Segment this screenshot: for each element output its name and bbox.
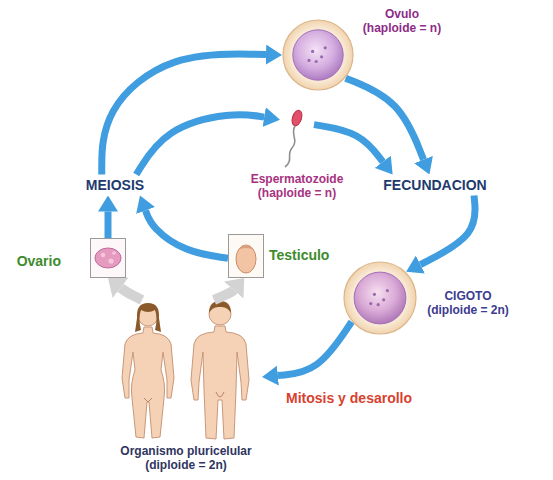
- cycle-arrow: [121, 288, 142, 300]
- cell-granule: [386, 289, 389, 292]
- cytoplasm: [293, 30, 343, 80]
- woman-body: [122, 327, 174, 438]
- cell-granule: [315, 60, 318, 63]
- sperm-cell: Espermatozoide (haploide = n): [280, 106, 314, 168]
- man-figure: [191, 301, 249, 439]
- edge-label: Mitosis y desarollo: [284, 390, 414, 407]
- node-label: MEIOSIS: [82, 175, 148, 196]
- cell-outline: [343, 261, 417, 335]
- cycle-arrow: [214, 290, 234, 300]
- cell-granule: [369, 302, 372, 305]
- testis-illustration: [228, 234, 264, 278]
- cytoplasm: [354, 272, 406, 324]
- node-label: Ovulo (haploide = n): [358, 7, 446, 35]
- cycle-arrow: [346, 78, 424, 159]
- ovum-cell: Ovulo (haploide = n): [282, 19, 354, 91]
- cycle-arrow: [136, 115, 264, 175]
- man-detail: [216, 392, 224, 397]
- node-label: Ovario: [17, 253, 61, 270]
- woman-hair: [135, 303, 161, 332]
- ovary-shape: [95, 248, 121, 268]
- cell-granule: [377, 303, 380, 306]
- ovary-illustration: [90, 238, 126, 278]
- cell-granule: [307, 59, 310, 62]
- follicle: [112, 251, 116, 255]
- testis-shape: [236, 245, 256, 273]
- epididymis: [238, 245, 254, 250]
- cycle-arrow: [420, 196, 475, 265]
- testis-frame-fill: [228, 234, 264, 278]
- cell-membrane: [283, 20, 353, 90]
- ovary-frame-fill: [90, 238, 126, 278]
- stage-label: FECUNDACION: [379, 175, 490, 196]
- organ-box: Ovario: [90, 238, 126, 278]
- sperm-illustration: [285, 109, 304, 167]
- node-label: Espermatozoide (haploide = n): [245, 172, 349, 200]
- cell-granule: [320, 55, 323, 58]
- man-body: [191, 326, 249, 439]
- stage-label: MEIOSIS: [82, 175, 148, 196]
- woman-detail: [144, 398, 152, 402]
- cell-granule: [373, 293, 376, 296]
- node-label: CIGOTO (diploide = 2n): [423, 289, 513, 317]
- cycle-arrow: [146, 211, 228, 259]
- cycle-arrow: [278, 322, 352, 376]
- cycle-arrow: [102, 54, 266, 175]
- organ-box: Testiculo: [228, 234, 264, 278]
- cell-membrane: [344, 262, 416, 334]
- cycle-arrow: [314, 125, 383, 162]
- sperm-tail: [285, 126, 295, 167]
- cell-outline: [282, 19, 354, 91]
- node-label: FECUNDACION: [379, 175, 490, 196]
- follicle: [108, 258, 113, 263]
- cell-granule: [382, 298, 385, 301]
- woman-figure: [122, 303, 174, 438]
- organism-figure: Organismo pluricelular (diploide = 2n): [110, 300, 262, 440]
- node-label: Organismo pluricelular (diploide = 2n): [101, 444, 271, 472]
- follicle: [101, 253, 105, 257]
- sperm-head: [290, 109, 304, 127]
- cycle-arrow: [105, 212, 112, 239]
- zygote-cell: CIGOTO (diploide = 2n): [343, 261, 417, 335]
- cell-granule: [311, 50, 314, 53]
- cell-granule: [324, 46, 327, 49]
- node-label: Testiculo: [269, 247, 329, 264]
